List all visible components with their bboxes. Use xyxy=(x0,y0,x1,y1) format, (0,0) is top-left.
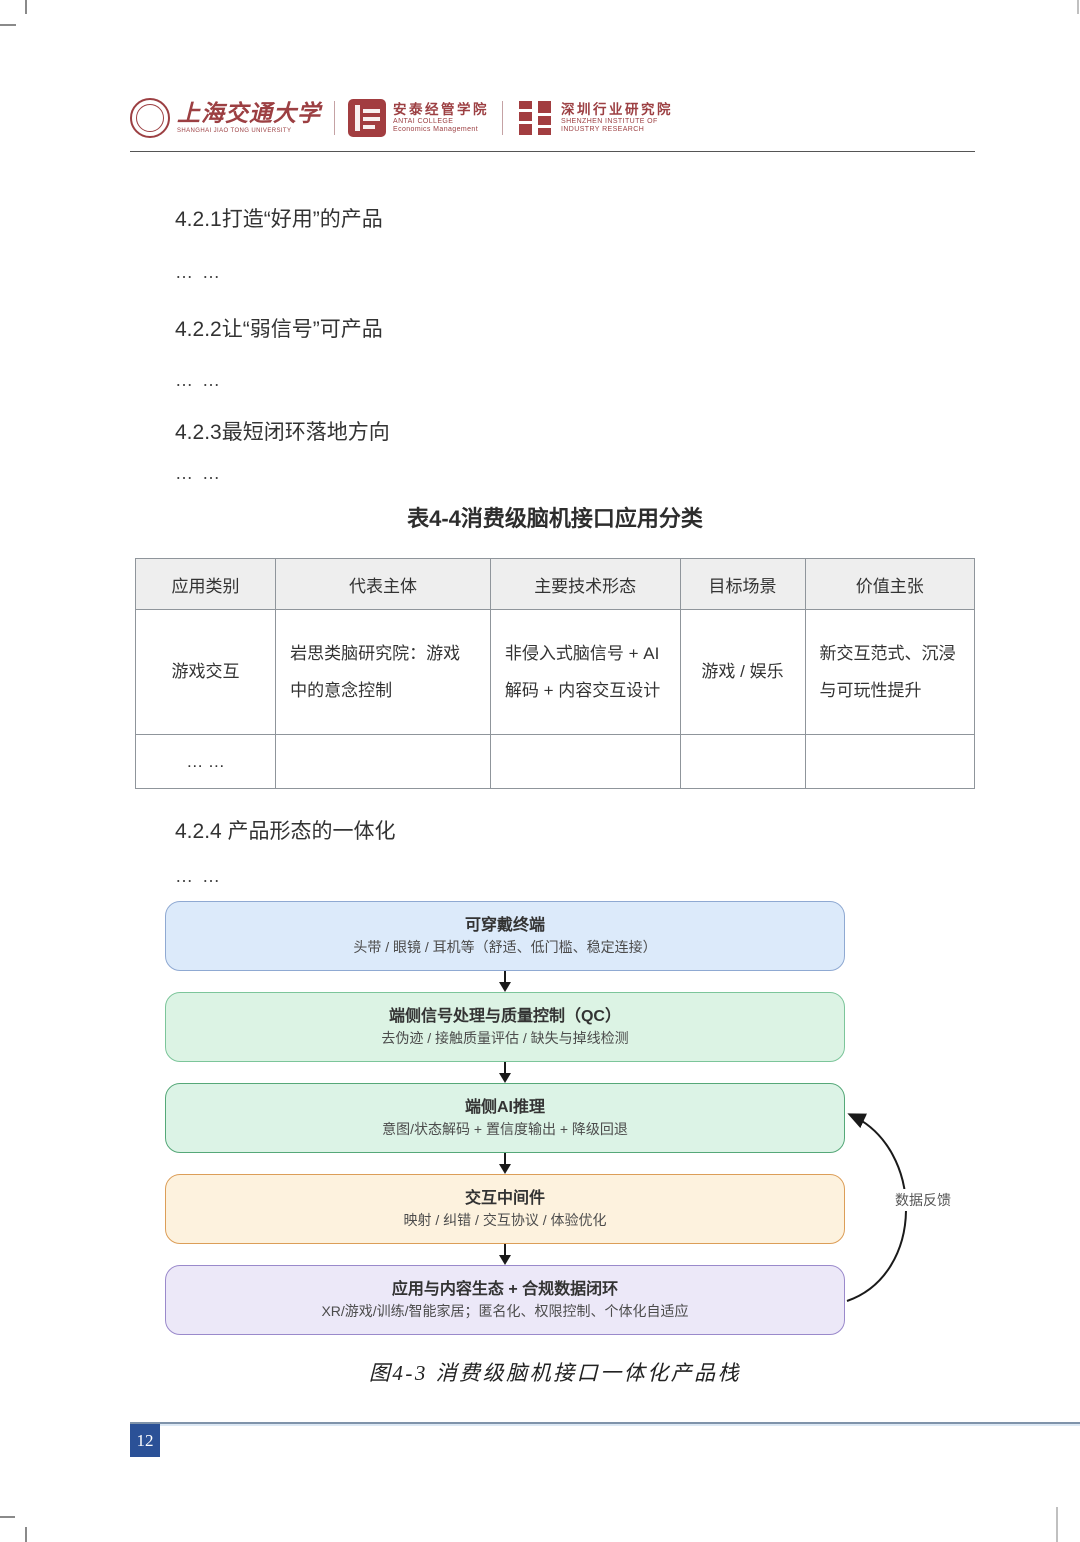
main-content: 4.2.1打造“好用”的产品 … … 4.2.2让“弱信号”可产品 … … 4.… xyxy=(134,143,975,1387)
sjtu-name-cn: 上海交通大学 xyxy=(177,101,321,126)
crop-mark-top-left-h xyxy=(0,24,16,26)
table-header-cell: 价值主张 xyxy=(804,558,975,610)
box-title: 应用与内容生态 + 合规数据闭环 xyxy=(391,1281,619,1299)
section-heading-422: 4.2.2让“弱信号”可产品 xyxy=(175,318,383,341)
down-arrow-icon xyxy=(499,1062,511,1084)
antai-mark-icon xyxy=(348,99,386,137)
table-cell xyxy=(804,733,975,790)
table-row: … … xyxy=(134,733,975,790)
table-header-row: 应用类别 代表主体 主要技术形态 目标场景 价值主张 xyxy=(134,558,975,610)
table-header-cell: 应用类别 xyxy=(134,558,277,610)
crop-mark-bottom-left-h xyxy=(0,1516,15,1518)
crop-mark-bottom-left-v xyxy=(25,1527,27,1542)
box-subtitle: XR/游戏/训练/智能家居；匿名化、权限控制、个体化自适应 xyxy=(321,1302,689,1319)
down-arrow-icon xyxy=(499,1244,511,1266)
antai-name-en1: ANTAI COLLEGE xyxy=(393,117,454,125)
antai-logo: 安泰经管学院 ANTAI COLLEGE Economics Managemen… xyxy=(348,99,489,137)
siir-name-cn: 深圳行业研究院 xyxy=(561,102,673,118)
table-cell: 非侵入式脑信号 + AI解码 + 内容交互设计 xyxy=(489,609,681,735)
ellipsis-paragraph: … … xyxy=(175,370,223,390)
page-header: 上海交通大学 SHANGHAI JIAO TONG UNIVERSITY 安泰经… xyxy=(130,95,975,152)
table-cell xyxy=(489,733,681,790)
table-cell xyxy=(679,733,806,790)
box-subtitle: 头带 / 眼镜 / 耳机等（舒适、低门槛、稳定连接） xyxy=(353,938,657,955)
box-subtitle: 映射 / 纠错 / 交互协议 / 体验优化 xyxy=(403,1211,607,1228)
section-heading-424: 4.2.4 产品形态的一体化 xyxy=(175,820,396,844)
down-arrow-icon xyxy=(499,971,511,993)
crop-mark-bottom-right-v xyxy=(1056,1507,1058,1542)
antai-name-cn: 安泰经管学院 xyxy=(393,102,489,118)
table-cell xyxy=(275,733,491,790)
box-subtitle: 意图/状态解码 + 置信度输出 + 降级回退 xyxy=(382,1120,628,1137)
logo-divider xyxy=(334,101,335,135)
table-row: 游戏交互 岩思类脑研究院：游戏中的意念控制 非侵入式脑信号 + AI解码 + 内… xyxy=(134,609,975,735)
siir-mark-icon xyxy=(519,101,551,135)
diagram-box-app-ecosystem: 应用与内容生态 + 合规数据闭环 XR/游戏/训练/智能家居；匿名化、权限控制、… xyxy=(165,1265,845,1336)
ellipsis-paragraph: … … xyxy=(175,463,223,483)
siir-logo: 深圳行业研究院 SHENZHEN INSTITUTE OF INDUSTRY R… xyxy=(516,99,673,137)
table-cell: 游戏交互 xyxy=(134,609,277,735)
table-header-cell: 主要技术形态 xyxy=(489,558,681,610)
table-header-cell: 目标场景 xyxy=(679,558,806,610)
box-title: 可穿戴终端 xyxy=(464,917,545,935)
sjtu-name-en: SHANGHAI JIAO TONG UNIVERSITY xyxy=(177,128,292,134)
table-cell: 岩思类脑研究院：游戏中的意念控制 xyxy=(275,609,491,735)
section-heading-421: 4.2.1打造“好用”的产品 xyxy=(175,208,383,231)
ellipsis-paragraph: … … xyxy=(175,262,223,282)
diagram-box-ai-inference: 端侧AI推理 意图/状态解码 + 置信度输出 + 降级回退 xyxy=(165,1083,845,1154)
siir-name-en2: INDUSTRY RESEARCH xyxy=(561,125,645,133)
table-cell: 游戏 / 娱乐 xyxy=(679,609,806,735)
box-title: 端侧AI推理 xyxy=(464,1099,545,1117)
table-cell: … … xyxy=(134,733,277,790)
application-classification-table: 应用类别 代表主体 主要技术形态 目标场景 价值主张 游戏交互 岩思类脑研究院：… xyxy=(134,558,975,790)
sjtu-logo: 上海交通大学 SHANGHAI JIAO TONG UNIVERSITY xyxy=(130,98,321,138)
table-header-cell: 代表主体 xyxy=(275,558,491,610)
ellipsis-paragraph: … … xyxy=(175,866,223,887)
crop-mark-top-left-v xyxy=(25,0,27,14)
figure-caption: 图4-3 消费级脑机接口一体化产品栈 xyxy=(368,1361,742,1386)
table-cell: 新交互范式、沉浸与可玩性提升 xyxy=(804,609,975,735)
antai-name-en2: Economics Management xyxy=(393,125,479,133)
sjtu-emblem-icon xyxy=(130,98,170,138)
diagram-box-signal-qc: 端侧信号处理与质量控制（QC） 去伪迹 / 接触质量评估 / 缺失与掉线检测 xyxy=(165,992,845,1063)
diagram-box-wearable: 可穿戴终端 头带 / 眼镜 / 耳机等（舒适、低门槛、稳定连接） xyxy=(165,901,845,972)
product-stack-diagram: 可穿戴终端 头带 / 眼镜 / 耳机等（舒适、低门槛、稳定连接） 端侧信号处理与… xyxy=(135,901,975,1336)
crop-mark-top-right-v xyxy=(1077,0,1079,14)
logo-divider xyxy=(502,101,503,135)
box-title: 端侧信号处理与质量控制（QC） xyxy=(388,1008,621,1026)
feedback-label: 数据反馈 xyxy=(893,1189,953,1212)
siir-name-en1: SHENZHEN INSTITUTE OF xyxy=(561,117,658,125)
section-heading-423: 4.2.3最短闭环落地方向 xyxy=(175,421,390,444)
box-title: 交互中间件 xyxy=(464,1190,545,1208)
diagram-box-middleware: 交互中间件 映射 / 纠错 / 交互协议 / 体验优化 xyxy=(165,1174,845,1245)
down-arrow-icon xyxy=(499,1153,511,1175)
table-title: 表4-4消费级脑机接口应用分类 xyxy=(407,506,703,531)
box-subtitle: 去伪迹 / 接触质量评估 / 缺失与掉线检测 xyxy=(381,1029,629,1046)
page-number-badge: 12 xyxy=(130,1424,160,1457)
footer-rule xyxy=(130,1422,1080,1426)
